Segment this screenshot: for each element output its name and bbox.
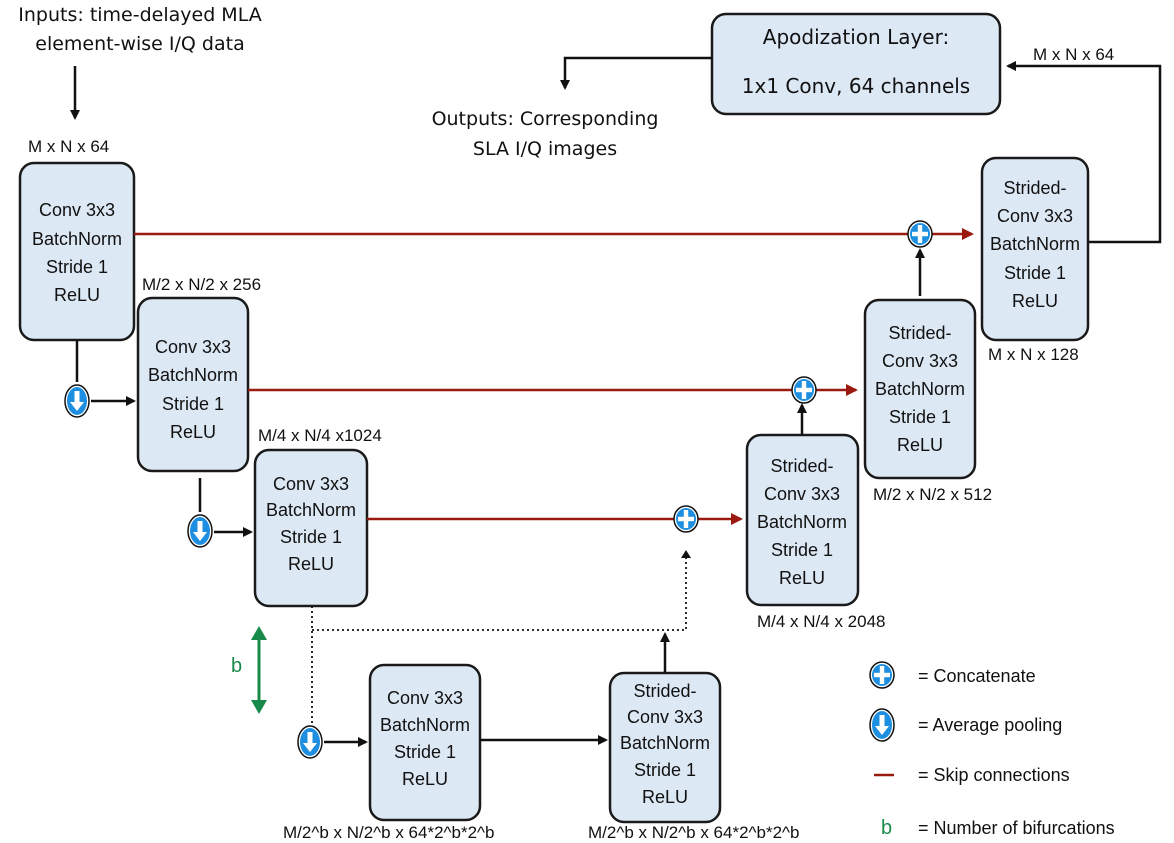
encoder-2-line-4: ReLU xyxy=(170,422,216,442)
bottleneck-conv-dim: M/2^b x N/2^b x 64*2^b*2^b xyxy=(283,823,494,842)
decoder-block-3: Strided- Conv 3x3 BatchNorm Stride 1 ReL… xyxy=(980,156,1090,342)
inputs-label-line1: Inputs: time-delayed MLA xyxy=(18,4,261,26)
bottleneck-conv-line-1: Conv 3x3 xyxy=(387,688,463,708)
decoder-2-line-1: Strided- xyxy=(888,323,951,343)
bottleneck-strided-line-4: Stride 1 xyxy=(634,760,696,780)
concatenate-icon-2 xyxy=(791,376,817,404)
decoder-block-1: Strided- Conv 3x3 BatchNorm Stride 1 ReL… xyxy=(745,433,860,607)
decoder-2-dim: M/2 x N/2 x 512 xyxy=(873,485,992,504)
encoder-1-line-1: Conv 3x3 xyxy=(39,200,115,220)
decoder-3-line-3: BatchNorm xyxy=(990,234,1080,254)
bottleneck-conv-line-2: BatchNorm xyxy=(380,715,470,735)
bottleneck-strided-line-5: ReLU xyxy=(642,787,688,807)
apodization-input-arrow xyxy=(1006,61,1162,244)
legend-bifurcation-symbol: b xyxy=(881,817,892,839)
outputs-label-line2: SLA I/Q images xyxy=(473,138,617,160)
legend-concatenate-label: = Concatenate xyxy=(918,666,1036,686)
legend-concatenate-icon xyxy=(869,661,895,689)
apodization-input-dim: M x N x 64 xyxy=(1033,45,1114,64)
bifurcation-label: b xyxy=(231,655,242,677)
legend-average-pooling-label: = Average pooling xyxy=(918,715,1062,735)
concatenate-icon-1 xyxy=(907,220,933,248)
apodization-title: Apodization Layer: xyxy=(763,25,949,49)
apodization-layer-box xyxy=(710,12,1002,116)
encoder-block-2: Conv 3x3 BatchNorm Stride 1 ReLU xyxy=(136,296,250,473)
bottleneck-strided-line-3: BatchNorm xyxy=(620,733,710,753)
legend-bifurcation-label: = Number of bifurcations xyxy=(918,818,1115,838)
bottleneck-strided-line-2: Conv 3x3 xyxy=(627,707,703,727)
legend-skip-connection-label: = Skip connections xyxy=(918,765,1070,785)
decoder-2-line-2: Conv 3x3 xyxy=(882,351,958,371)
output-arrow xyxy=(560,56,712,90)
decoder-1-line-5: ReLU xyxy=(779,568,825,588)
bottleneck-conv-block: Conv 3x3 BatchNorm Stride 1 ReLU xyxy=(368,663,482,822)
decoder-3-line-1: Strided- xyxy=(1003,178,1066,198)
decoder-1-line-3: BatchNorm xyxy=(757,512,847,532)
bottleneck-strided-block: Strided- Conv 3x3 BatchNorm Stride 1 ReL… xyxy=(608,671,722,824)
decoder-1-line-4: Stride 1 xyxy=(771,540,833,560)
decoder-1-dim: M/4 x N/4 x 2048 xyxy=(757,612,886,631)
decoder-block-2: Strided- Conv 3x3 BatchNorm Stride 1 ReL… xyxy=(863,298,977,480)
decoder-3-line-5: ReLU xyxy=(1012,291,1058,311)
encoder-1-dim: M x N x 64 xyxy=(28,137,109,156)
decoder-1-line-1: Strided- xyxy=(770,456,833,476)
encoder-1-line-4: ReLU xyxy=(54,285,100,305)
encoder-2-line-3: Stride 1 xyxy=(162,394,224,414)
outputs-label-line1: Outputs: Corresponding xyxy=(432,108,659,130)
legend: = Concatenate = Average pooling = Skip c… xyxy=(869,661,1115,839)
decoder-3-line-4: Stride 1 xyxy=(1004,263,1066,283)
encoder-2-line-2: BatchNorm xyxy=(148,365,238,385)
bottleneck-strided-line-1: Strided- xyxy=(633,681,696,701)
decoder-2-line-5: ReLU xyxy=(897,435,943,455)
encoder-1-line-3: Stride 1 xyxy=(46,257,108,277)
bifurcation-arrowhead-up xyxy=(251,626,267,640)
decoder-3-dim: M x N x 128 xyxy=(988,345,1079,364)
inputs-label-line2: element-wise I/Q data xyxy=(35,33,244,55)
average-pooling-icon-1 xyxy=(64,384,90,418)
decoder-2-line-3: BatchNorm xyxy=(875,379,965,399)
average-pooling-icon-2 xyxy=(187,514,213,548)
encoder-block-1: Conv 3x3 BatchNorm Stride 1 ReLU xyxy=(18,161,136,342)
encoder-1-line-2: BatchNorm xyxy=(32,229,122,249)
encoder-3-dim: M/4 x N/4 x1024 xyxy=(258,426,382,445)
bottleneck-conv-line-4: ReLU xyxy=(402,769,448,789)
encoder-3-line-2: BatchNorm xyxy=(266,500,356,520)
average-pooling-icon-3 xyxy=(297,725,323,759)
encoder-3-line-4: ReLU xyxy=(288,554,334,574)
bottleneck-conv-line-3: Stride 1 xyxy=(394,742,456,762)
bifurcation-dotted-arrowhead xyxy=(681,550,691,558)
bottleneck-strided-dim: M/2^b x N/2^b x 64*2^b*2^b xyxy=(588,823,799,842)
legend-average-pooling-icon xyxy=(869,708,895,742)
encoder-3-line-3: Stride 1 xyxy=(280,527,342,547)
decoder-3-line-2: Conv 3x3 xyxy=(997,206,1073,226)
apodization-detail: 1x1 Conv, 64 channels xyxy=(742,74,970,98)
encoder-2-line-1: Conv 3x3 xyxy=(155,337,231,357)
encoder-block-3: Conv 3x3 BatchNorm Stride 1 ReLU xyxy=(253,448,369,608)
decoder-1-line-2: Conv 3x3 xyxy=(764,484,840,504)
encoder-3-line-1: Conv 3x3 xyxy=(273,474,349,494)
encoder-2-dim: M/2 x N/2 x 256 xyxy=(142,275,261,294)
bifurcation-arrowhead-down xyxy=(251,700,267,714)
decoder-2-line-4: Stride 1 xyxy=(889,407,951,427)
concatenate-icon-3 xyxy=(673,505,699,533)
